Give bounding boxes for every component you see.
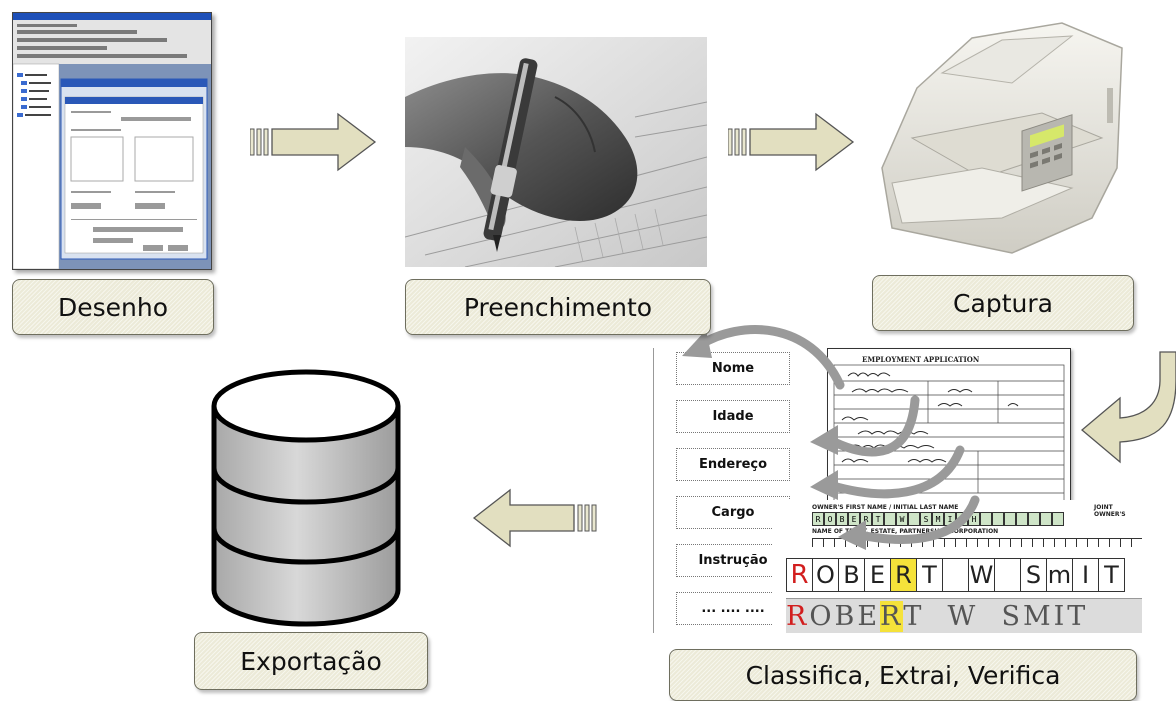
step-label-text: Exportação [240,646,382,676]
hand-char: E [865,559,891,591]
hand-char [995,559,1021,591]
ocr-recognized-highlight: R [880,600,904,632]
field-label: Idade [712,409,754,424]
ocr-caption: OWNER'S FIRST NAME / INITIAL LAST NAME [812,504,959,511]
ocr-box-empty [1028,512,1040,526]
field-label: Endereço [698,457,768,472]
arrow-preenchimento-to-captura [728,112,855,172]
form-designer-screenshot [12,12,212,270]
scanner-image [862,18,1152,270]
hand-char: O [813,559,839,591]
ocr-ruler [812,538,1142,547]
field-instrucao: Instrução [676,544,790,577]
ocr-box: B [836,512,848,526]
field-endereco: Endereço [676,448,790,481]
ocr-recognized-mid: OBE [809,600,881,632]
ocr-box-empty [980,512,992,526]
hand-char: W [969,559,995,591]
arrow-captura-to-classifica [1080,351,1176,464]
form-filling-photo [405,37,707,267]
step-label-classifica: Classifica, Extrai, Verifica [669,649,1137,701]
hand-char: I [1073,559,1099,591]
ocr-box [908,512,920,526]
ocr-recognized-rest: T W SMIT [903,600,1089,632]
hand-char: R [891,559,917,591]
step-label-captura: Captura [872,275,1134,331]
step-label-preenchimento: Preenchimento [405,279,711,335]
ocr-recognized-first: R [786,600,810,632]
field-nome: Nome [676,352,790,385]
ocr-box-empty [1016,512,1028,526]
ocr-handwritten-row: R O B E R T W S m I T [786,558,1125,592]
step-label-text: Desenho [57,292,169,322]
ocr-box: M [932,512,944,526]
step-label-text: Preenchimento [463,292,653,322]
hand-char: B [839,559,865,591]
arrow-to-exportacao [472,488,597,548]
database-icon [211,369,401,627]
step-label-exportacao: Exportação [194,632,428,690]
ocr-box: S [920,512,932,526]
ocr-box: E [848,512,860,526]
field-label: Nome [711,361,755,376]
step-label-text: Classifica, Extrai, Verifica [745,660,1061,690]
ocr-small-boxes: R O B E R T W S M I T H [812,512,1064,526]
ocr-box: T [872,512,884,526]
ocr-box [884,512,896,526]
field-label: Instrução [698,553,768,568]
ocr-box: O [824,512,836,526]
field-label: Cargo [711,505,755,520]
step-label-text: Captura [953,288,1053,318]
form-title: EMPLOYMENT APPLICATION [862,355,980,364]
ocr-caption-joint: JOINT OWNER'S [1094,504,1126,518]
ocr-box-empty [1040,512,1052,526]
application-form-scan: EMPLOYMENT APPLICATION [827,348,1071,510]
ocr-caption-2: NAME OF TRUST, ESTATE, PARTNERSHIP, CORP… [812,528,999,535]
step-label-desenho: Desenho [12,279,214,335]
ocr-box-empty [1004,512,1016,526]
hand-char: m [1047,559,1073,591]
hand-char: T [917,559,943,591]
hand-char: S [1021,559,1047,591]
field-idade: Idade [676,400,790,433]
ocr-box: R [812,512,824,526]
field-label: ... .... .... [701,601,765,616]
hand-char: R [787,559,813,591]
ocr-box-empty [1052,512,1064,526]
ocr-box-empty [992,512,1004,526]
field-cargo: Cargo [676,496,790,529]
hand-char: T [1104,561,1119,589]
extraction-arrows [682,325,980,550]
hand-char [943,559,969,591]
field-more: ... .... .... [676,592,790,625]
ocr-box: W [896,512,908,526]
arrow-desenho-to-preenchimento [250,112,377,172]
